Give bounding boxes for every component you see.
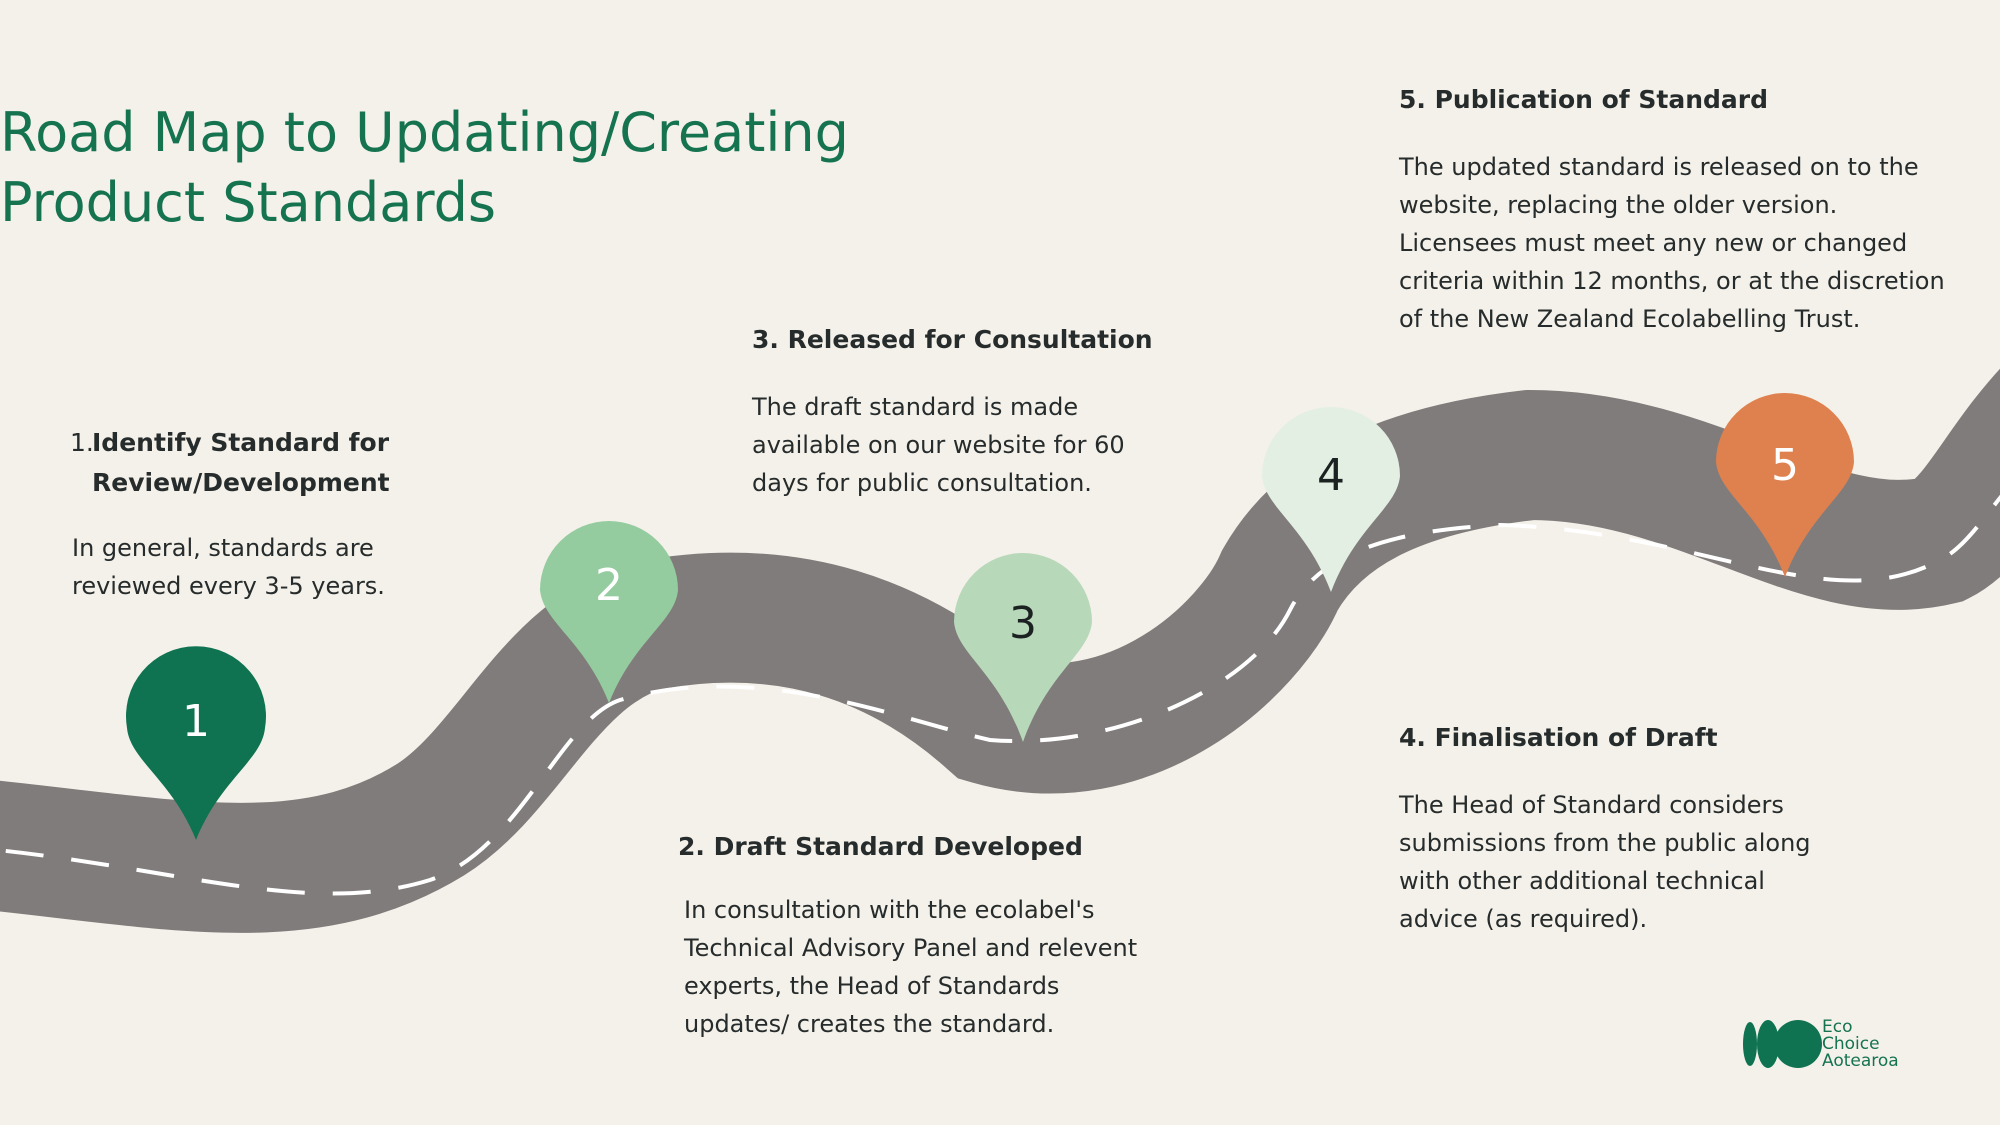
step-5-body-line-1: The updated standard is released on to t…	[1399, 153, 1919, 181]
step-4-body-line-1: The Head of Standard considers	[1399, 791, 1784, 819]
page-title-line-1: Road Map to Updating/Creating	[0, 101, 849, 164]
step-2-title: 2. Draft Standard Developed	[678, 832, 1083, 861]
step-2: 2. Draft Standard Developed In consultat…	[678, 827, 1198, 1043]
step-1-title: 1. Identify Standard for Review/Developm…	[70, 423, 430, 503]
map-pin-icon	[126, 646, 266, 840]
logo-mark-right	[1774, 1020, 1822, 1068]
step-5-body-line-2: website, replacing the older version.	[1399, 191, 1838, 219]
step-3-body-line-2: available on our website for 60	[752, 431, 1125, 459]
page-title-line-2: Product Standards	[0, 171, 496, 234]
step-1: 1. Identify Standard for Review/Developm…	[70, 423, 430, 605]
pin-3	[954, 553, 1092, 742]
step-4: 4. Finalisation of Draft The Head of Sta…	[1399, 718, 1919, 938]
map-pin-icon	[1262, 407, 1400, 592]
step-4-body-line-4: advice (as required).	[1399, 905, 1648, 933]
step-5-body: The updated standard is released on to t…	[1399, 148, 1999, 338]
eco-choice-logo	[1743, 1020, 1822, 1068]
pin-1-number: 1	[182, 696, 210, 747]
map-pin-icon	[1716, 393, 1854, 577]
step-4-body: The Head of Standard considers submissio…	[1399, 786, 1919, 938]
map-pin-icon	[540, 521, 678, 703]
step-3: 3. Released for Consultation The draft s…	[752, 320, 1232, 502]
step-1-title-line-1: Identify Standard for	[92, 428, 390, 457]
step-1-body-line-2: reviewed every 3-5 years.	[72, 572, 385, 600]
logo-text-line-1: Eco	[1822, 1017, 1853, 1037]
step-5-body-line-3: Licensees must meet any new or changed	[1399, 229, 1908, 257]
step-3-body-line-1: The draft standard is made	[752, 393, 1079, 421]
step-3-body-line-3: days for public consultation.	[752, 469, 1092, 497]
pin-2	[540, 521, 678, 703]
road-center-dashes	[0, 494, 2000, 896]
step-5: 5. Publication of Standard The updated s…	[1399, 80, 1999, 338]
pin-5	[1716, 393, 1854, 577]
pin-2-number: 2	[595, 560, 623, 611]
step-4-body-line-2: submissions from the public along	[1399, 829, 1811, 857]
pin-4-number: 4	[1317, 450, 1345, 501]
step-1-title-prefix: 1.	[70, 428, 94, 457]
logo-text-line-3: Aotearoa	[1822, 1051, 1899, 1071]
logo-mark-middle	[1757, 1020, 1779, 1068]
pin-3-number: 3	[1009, 598, 1037, 649]
step-3-title: 3. Released for Consultation	[752, 325, 1153, 354]
pin-5-number: 5	[1771, 440, 1799, 491]
step-2-body-line-2: Technical Advisory Panel and relevent	[684, 934, 1138, 962]
pin-4	[1262, 407, 1400, 592]
logo-text-line-2: Choice	[1822, 1034, 1880, 1054]
map-pin-icon	[954, 553, 1092, 742]
step-2-body-line-4: updates/ creates the standard.	[684, 1010, 1055, 1038]
step-5-title: 5. Publication of Standard	[1399, 85, 1769, 114]
logo-mark-left	[1743, 1022, 1757, 1066]
step-1-title-line-2: Review/Development	[92, 468, 390, 497]
step-3-body: The draft standard is made available on …	[752, 388, 1232, 502]
step-1-body: In general, standards are reviewed every…	[72, 529, 430, 605]
page-title: Road Map to Updating/Creating Product St…	[0, 98, 849, 238]
step-4-title: 4. Finalisation of Draft	[1399, 723, 1718, 752]
step-2-body-line-3: experts, the Head of Standards	[684, 972, 1060, 1000]
step-5-body-line-5: of the New Zealand Ecolabelling Trust.	[1399, 305, 1861, 333]
pin-1	[126, 646, 266, 840]
step-5-body-line-4: criteria within 12 months, or at the dis…	[1399, 267, 1945, 295]
step-1-body-line-1: In general, standards are	[72, 534, 374, 562]
step-4-body-line-3: with other additional technical	[1399, 867, 1765, 895]
step-2-body: In consultation with the ecolabel's Tech…	[684, 891, 1198, 1043]
logo-text: Eco Choice Aotearoa	[1822, 1019, 1899, 1070]
step-2-body-line-1: In consultation with the ecolabel's	[684, 896, 1095, 924]
